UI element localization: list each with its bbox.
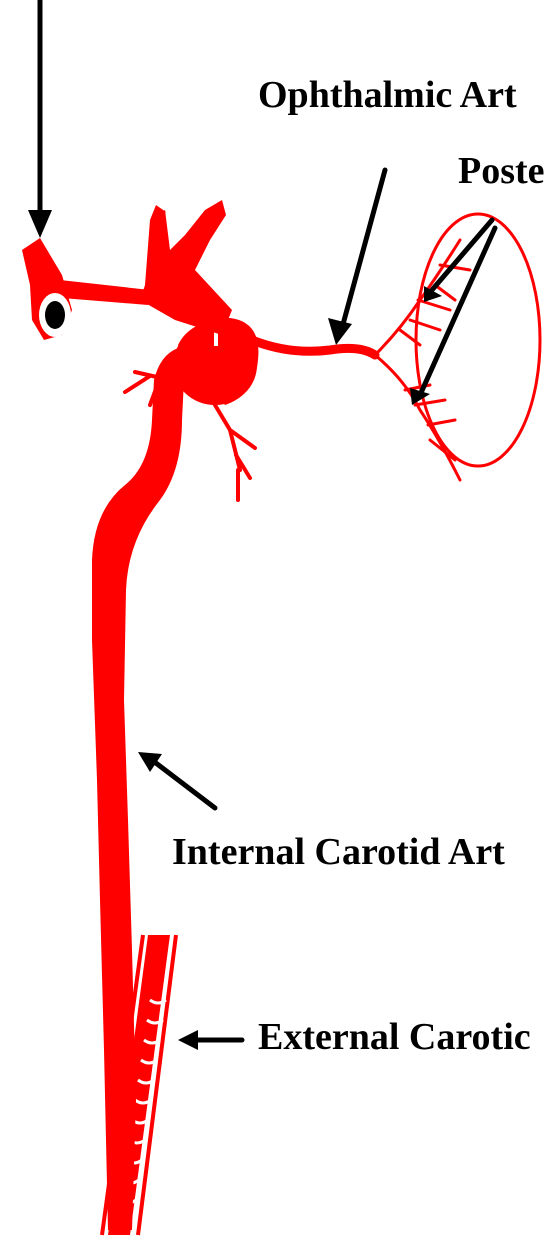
cerebral-branches [140,200,232,335]
external-carotid-arrowhead [178,1030,198,1050]
posterior-arrow-lower [420,228,495,395]
eyeball-outline [416,214,540,466]
ophthalmic-arrowhead [328,318,352,345]
posterior-label: Poste [458,152,545,190]
top-arrowhead [28,210,52,238]
ophthalmic-arrow [342,170,385,328]
left-branch [22,238,150,340]
internal-carotid-arrow [148,757,215,808]
external-carotid-label: External Carotic [258,1018,531,1056]
ophthalmic-artery-label: Ophthalmic Art [258,76,517,114]
internal-carotid-label: Internal Carotid Art [172,833,505,871]
